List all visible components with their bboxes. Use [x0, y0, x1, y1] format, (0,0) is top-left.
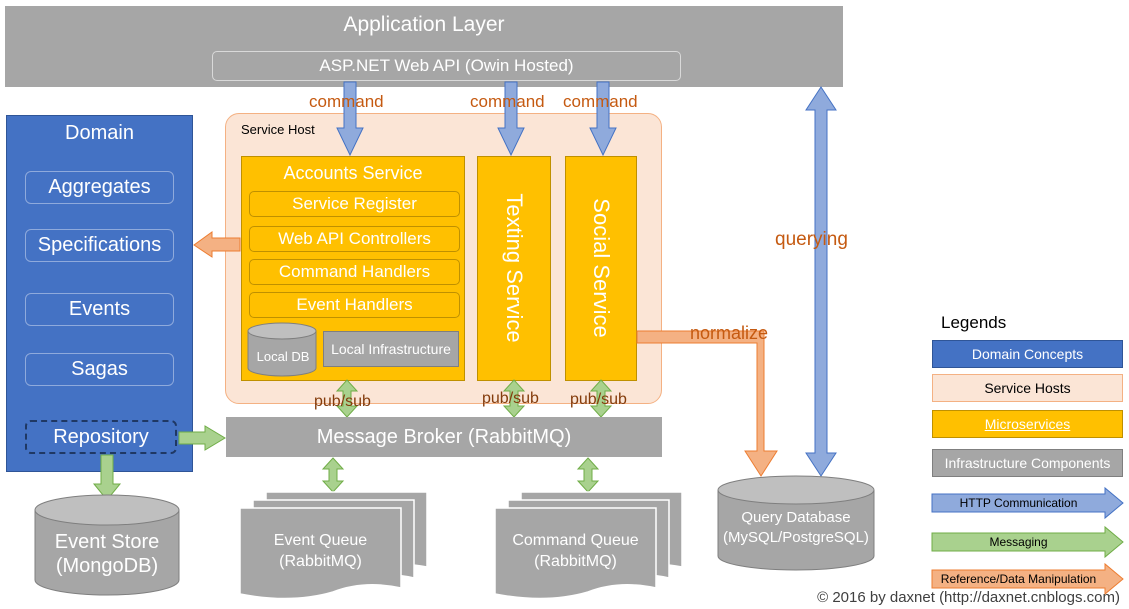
domain-title: Domain — [65, 121, 134, 144]
event-store-name: Event Store — [54, 531, 160, 553]
service-host-title: Service Host — [241, 122, 315, 137]
pubsub-label-accounts: pub/sub — [314, 393, 371, 410]
normalize-arrow — [636, 330, 778, 477]
sagas-box: Sagas — [25, 353, 174, 386]
local-db-cylinder — [247, 322, 317, 377]
command-queue-label: Command Queue (RabbitMQ) — [495, 530, 656, 572]
legend-title: Legends — [941, 313, 1007, 332]
texting-service — [477, 156, 551, 381]
event-queue-tech: (RabbitMQ) — [279, 553, 362, 570]
web-api-controllers-box: Web API Controllers — [249, 226, 460, 252]
legend-http-arrow — [931, 486, 1124, 520]
legend-microservices: Microservices — [932, 410, 1123, 438]
web-api-box: ASP.NET Web API (Owin Hosted) — [212, 51, 681, 81]
legend-messaging-arrow — [931, 525, 1124, 559]
query-database-cylinder — [717, 475, 875, 571]
command-label-social: command — [563, 92, 638, 111]
event-queue-label: Event Queue (RabbitMQ) — [240, 530, 401, 572]
application-layer-title: Application Layer — [343, 13, 505, 36]
query-database-name: Query Database — [741, 509, 851, 526]
repository-eventstore-arrow — [92, 454, 122, 501]
repository-box: Repository — [25, 420, 177, 454]
events-box: Events — [25, 293, 174, 326]
querying-arrow — [805, 86, 837, 477]
command-label-accounts: command — [309, 92, 384, 111]
legend-reference-arrow — [931, 562, 1124, 596]
reference-arrow-domain — [193, 231, 241, 258]
event-handlers-box: Event Handlers — [249, 292, 460, 318]
broker-commandqueue-arrow — [576, 457, 600, 493]
legend-http-label: HTTP Communication — [959, 496, 1078, 510]
event-store-cylinder — [34, 494, 180, 596]
legend-messaging-label: Messaging — [989, 535, 1048, 549]
pubsub-label-texting: pub/sub — [482, 390, 539, 407]
pubsub-label-social: pub/sub — [570, 391, 627, 408]
query-database-label: Query Database (MySQL/PostgreSQL) — [718, 508, 874, 548]
command-queue-documents — [494, 491, 683, 600]
querying-label: querying — [775, 229, 848, 250]
event-store-label: Event Store (MongoDB) — [35, 530, 179, 578]
local-infrastructure-box: Local Infrastructure — [323, 331, 459, 367]
event-store-tech: (MongoDB) — [55, 555, 159, 577]
command-arrow-texting — [497, 81, 525, 157]
legend-service-hosts: Service Hosts — [932, 374, 1123, 402]
repository-broker-arrow — [178, 425, 226, 451]
message-broker: Message Broker (RabbitMQ) — [226, 417, 662, 457]
specifications-box: Specifications — [25, 229, 174, 262]
command-arrow-accounts — [336, 81, 364, 157]
command-queue-name: Command Queue — [512, 532, 639, 549]
broker-eventqueue-arrow — [321, 457, 345, 493]
copyright-credit: © 2016 by daxnet (http://daxnet.cnblogs.… — [817, 589, 1120, 606]
accounts-service-title: Accounts Service — [283, 162, 423, 183]
event-queue-name: Event Queue — [273, 532, 368, 549]
command-queue-tech: (RabbitMQ) — [534, 553, 617, 570]
local-db-label: Local DB — [256, 348, 310, 364]
query-database-tech: (MySQL/PostgreSQL) — [723, 529, 869, 546]
legend-reference-label: Reference/Data Manipulation — [940, 572, 1097, 586]
command-label-texting: command — [470, 92, 545, 111]
command-arrow-social — [589, 81, 617, 157]
command-handlers-box: Command Handlers — [249, 259, 460, 285]
legend-infrastructure: Infrastructure Components — [932, 449, 1123, 477]
aggregates-box: Aggregates — [25, 171, 174, 204]
social-service — [565, 156, 637, 381]
legend-domain-concepts: Domain Concepts — [932, 340, 1123, 368]
event-queue-documents — [239, 491, 428, 600]
normalize-label: normalize — [690, 323, 769, 343]
service-register-box: Service Register — [249, 191, 460, 217]
